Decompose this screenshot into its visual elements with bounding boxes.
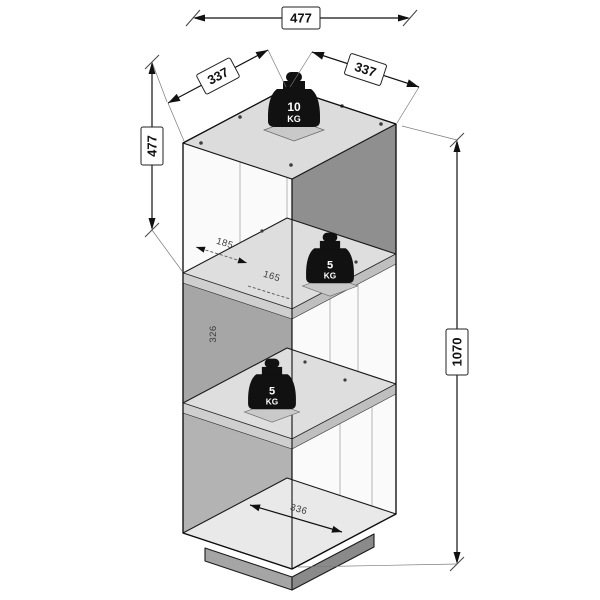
dim-edge-left: 337 [167,49,287,142]
extension-line [151,229,183,272]
arrowhead-left [250,504,261,512]
dim-label: 477 [290,11,312,26]
dim-label-box [344,53,387,86]
dim-edge-right: 337 [289,51,420,124]
weight-unit-label: KG [266,398,278,407]
extension-line [289,51,313,88]
weight-value-label: 10 [287,100,301,114]
dim-label: 1070 [450,338,465,367]
screw-dot [303,360,307,364]
extension-line [267,49,287,88]
arrowhead-down [148,218,156,230]
arrowhead-left [168,93,181,103]
weight-neck [261,366,283,376]
dim-total-height: 1070 [297,125,469,572]
arrowhead-left [312,52,325,60]
weight-value-label: 5 [269,386,275,398]
dim-inner-326: 326 [208,325,219,342]
screw-dot [260,229,264,233]
arrowhead-left [196,246,206,253]
dim-label-box [196,57,240,95]
dim-label-box [281,6,321,30]
dim-line [247,285,291,300]
inner-dim-label: 326 [208,325,219,342]
inner-dim-label: 165 [262,269,282,285]
arrowhead-right [398,14,410,22]
arrowhead-up [453,140,461,152]
weight-value-label: 5 [327,260,333,272]
dim-label-box [445,328,469,376]
arrowhead-right [237,257,247,264]
weight-10kg-icon: 10 KG [262,72,326,142]
weight-neck [283,81,305,90]
arrowhead-up [148,62,156,74]
screw-dot [354,260,358,264]
screw-dot [343,378,347,382]
screw-dot [289,163,293,167]
dim-tick [144,222,160,238]
dim-tick [449,556,465,572]
weight-body [248,374,296,410]
dim-line [249,504,343,533]
extension-line [167,102,185,142]
dim-inner-185: 185 [195,236,248,264]
arrowhead-right [331,525,342,533]
screw-dot [379,122,383,126]
dim-inner-336: 336 [249,502,343,533]
dim-line [195,246,248,264]
extension-line [401,125,458,141]
arrowhead-right [406,79,419,87]
dim-label: 477 [145,135,160,157]
dim-tick [449,132,465,148]
dim-label: 337 [353,59,378,80]
weight-body [306,248,354,284]
weight-cap [322,232,338,242]
weight-5kg-middle-icon: 5 KG [301,232,359,297]
weight-body [268,89,320,127]
arrowhead-down [453,552,461,564]
pedestal-right-face [291,533,375,591]
inner-dim-label: 185 [215,236,235,252]
weight-cap [264,358,280,368]
weight-unit-label: KG [287,114,301,124]
cabinet [182,87,397,591]
dim-tick [144,54,160,70]
dim-top-width: 477 [185,6,418,30]
weight-5kg-lower-icon: 5 KG [243,358,301,423]
screw-dot [238,115,242,119]
arrowhead-left [193,14,205,22]
weight-unit-label: KG [324,272,336,281]
screw-dot [199,141,203,145]
dim-label-box [140,126,164,166]
extension-line [151,61,168,103]
dim-side-depth: 477 [140,54,183,272]
extension-line [297,563,458,568]
extension-line [396,86,420,124]
weight-neck [319,240,341,250]
arrowhead-right [255,50,268,60]
inner-dim-label: 336 [289,502,309,517]
dim-inner-165: 165 [247,269,291,300]
